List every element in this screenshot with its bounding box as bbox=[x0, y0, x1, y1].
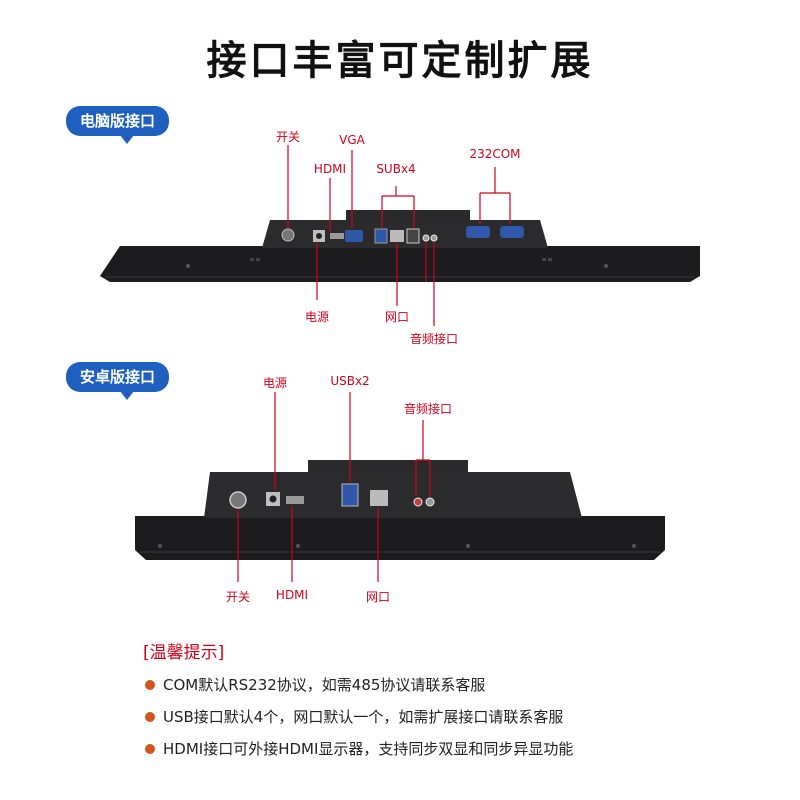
android-power-switch bbox=[229, 491, 247, 509]
android-usb-ports bbox=[341, 483, 359, 507]
android-audio-jack-1 bbox=[413, 497, 423, 507]
pc-audio-jack-1 bbox=[422, 234, 430, 242]
bullet-dot-icon bbox=[145, 744, 155, 754]
pc-com-port-2 bbox=[500, 226, 524, 238]
android-label-lan: 网口 bbox=[365, 590, 391, 604]
pc-audio-jack-2 bbox=[430, 234, 438, 242]
pc-leader-lines bbox=[287, 145, 511, 326]
pc-label-lan: 网口 bbox=[384, 310, 410, 324]
pc-com-port-1 bbox=[466, 226, 490, 238]
pc-power-switch bbox=[281, 228, 295, 242]
android-panel-body bbox=[135, 516, 665, 560]
android-lan-port bbox=[370, 490, 388, 506]
android-label-hdmi: HDMI bbox=[275, 588, 309, 602]
bullet-dot-icon bbox=[145, 712, 155, 722]
android-version-tag: 安卓版接口 bbox=[66, 362, 170, 400]
pc-vga-port bbox=[345, 230, 363, 242]
tip-item: USB接口默认4个，网口默认一个，如需扩展接口请联系客服 bbox=[143, 706, 573, 738]
pc-label-switch: 开关 bbox=[275, 130, 301, 144]
android-audio-jack-2 bbox=[425, 497, 435, 507]
android-label-switch: 开关 bbox=[225, 590, 251, 604]
pc-label-power: 电源 bbox=[304, 310, 330, 324]
pc-panel-body bbox=[100, 246, 700, 282]
pc-label-usb: SUBx4 bbox=[376, 162, 416, 176]
tips-list: COM默认RS232协议，如需485协议请联系客服 USB接口默认4个，网口默认… bbox=[143, 674, 573, 770]
pc-bracket bbox=[346, 210, 470, 220]
tip-item: HDMI接口可外接HDMI显示器，支持同步双显和同步异显功能 bbox=[143, 738, 573, 770]
pc-version-tag: 电脑版接口 bbox=[66, 106, 170, 144]
pc-label-audio: 音频接口 bbox=[409, 332, 459, 346]
pc-label-vga: VGA bbox=[339, 133, 365, 147]
android-hdmi-port bbox=[286, 496, 304, 504]
android-bracket bbox=[308, 460, 468, 472]
android-label-audio: 音频接口 bbox=[403, 402, 453, 416]
pc-hdmi-port bbox=[330, 233, 344, 239]
pc-lan-port bbox=[390, 230, 404, 242]
pc-label-com: 232COM bbox=[469, 147, 521, 161]
android-leader-lines bbox=[237, 392, 431, 582]
pc-label-hdmi: HDMI bbox=[313, 162, 347, 176]
pc-usb-port-2 bbox=[406, 228, 420, 244]
tip-item: COM默认RS232协议，如需485协议请联系客服 bbox=[143, 674, 573, 706]
bullet-dot-icon bbox=[145, 680, 155, 690]
android-port-housing bbox=[204, 472, 582, 518]
tips-title: [温馨提示] bbox=[143, 643, 225, 663]
android-label-usb: USBx2 bbox=[330, 374, 370, 388]
pc-usb-port-1 bbox=[374, 228, 388, 244]
android-label-power: 电源 bbox=[262, 376, 288, 390]
page-title: 接口丰富可定制扩展 bbox=[206, 38, 594, 84]
